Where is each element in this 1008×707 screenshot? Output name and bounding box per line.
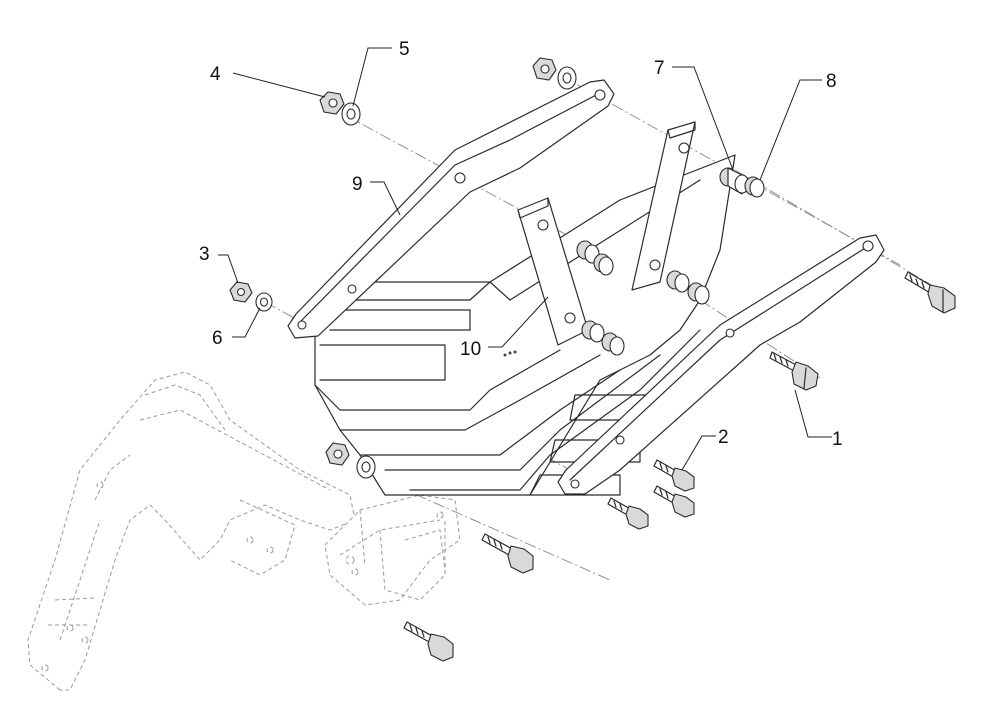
nut-3-icon <box>229 281 253 303</box>
nut-lower-icon <box>325 442 350 466</box>
bolt-2a-icon <box>653 459 695 492</box>
right-support-arm <box>557 234 885 495</box>
callout-10: 10 <box>460 339 481 360</box>
bushing-top-8 <box>744 176 765 198</box>
left-support-arm <box>287 79 615 339</box>
nut-top-icon <box>532 57 557 81</box>
callout-labels: 1 2 3 4 5 6 7 8 9 10 <box>199 39 843 450</box>
bushing-set <box>576 167 765 356</box>
vertical-plate-right <box>631 121 696 291</box>
washer-lower-icon <box>356 455 376 479</box>
washer-6-icon <box>255 292 273 312</box>
washer-5-icon <box>341 102 361 126</box>
callout-3: 3 <box>199 244 210 265</box>
nuts-and-washers <box>229 57 577 479</box>
callout-2: 2 <box>718 427 729 448</box>
nut-4-icon <box>319 91 345 115</box>
callout-6: 6 <box>212 328 223 349</box>
phantom-mounting-frame <box>27 371 461 691</box>
bolt-right-icon <box>904 271 956 314</box>
bolts <box>403 271 956 662</box>
callout-1: 1 <box>832 429 843 450</box>
bolt-mid-icon <box>481 533 534 574</box>
bolt-2c-icon <box>607 497 649 530</box>
bolt-bottom-icon <box>403 621 454 662</box>
callout-5: 5 <box>399 39 410 60</box>
callout-4: 4 <box>210 64 221 85</box>
washer-top-icon <box>557 66 577 90</box>
callout-9: 9 <box>352 174 363 195</box>
callout-8: 8 <box>826 71 837 92</box>
leader-lines <box>218 47 832 471</box>
callout-7: 7 <box>654 58 665 79</box>
bolt-1-icon <box>769 351 819 391</box>
bolt-2b-icon <box>653 485 695 518</box>
